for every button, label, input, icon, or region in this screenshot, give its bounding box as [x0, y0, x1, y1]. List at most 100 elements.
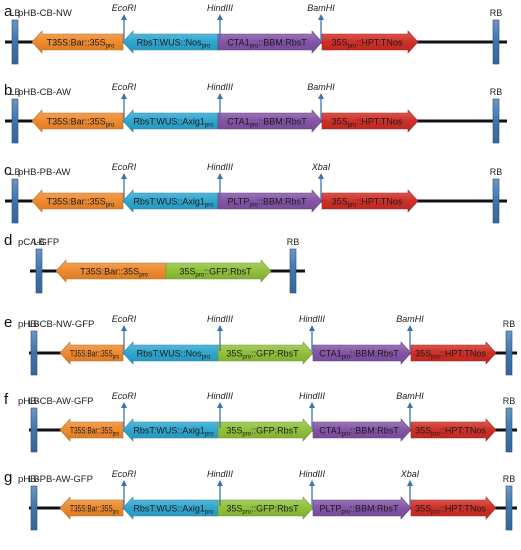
- left-border-box: [35, 248, 43, 294]
- restriction-site-arrowhead: [121, 173, 127, 179]
- restriction-site-label: BamHI: [307, 3, 335, 13]
- gene-cassette-label: RbsT:WUS::Axig1pro: [133, 426, 214, 438]
- gene-cassette-label: T35S:Bar::35Spro: [70, 504, 119, 516]
- gene-cassette-label: 35Spro::HPT:TNos: [415, 504, 486, 516]
- gene-cassette-arrow-cta1: [312, 341, 412, 365]
- right-border-box: [505, 485, 513, 531]
- restriction-site-label: HindIII: [207, 162, 234, 172]
- gene-cassette-arrow-35s: [321, 30, 419, 54]
- gene-cassette-label: 35Spro::GFP:RbsT: [179, 267, 252, 279]
- restriction-site-arrowhead: [309, 480, 315, 486]
- left-border-label: LB: [28, 319, 39, 329]
- gene-cassette-arrow-35s: [410, 341, 497, 365]
- restriction-site-label: BamHI: [396, 391, 424, 401]
- restriction-site-arrowhead: [407, 325, 413, 331]
- construct-name: pHB-CB-AW-GFP: [18, 396, 93, 407]
- construct-name: pHB-CB-NW-GFP: [18, 319, 94, 330]
- restriction-site-label: HindIII: [299, 469, 326, 479]
- gene-cassette-label: T35S:Bar::35Spro: [47, 117, 115, 129]
- left-border-box: [11, 19, 19, 65]
- left-border-box: [11, 98, 19, 144]
- panel-letter: e: [4, 314, 12, 331]
- right-border-label: RB: [490, 8, 503, 18]
- gene-cassette-label: PLTPpro::BBM:RbsT: [319, 504, 399, 516]
- left-border-label: LB: [28, 474, 39, 484]
- right-border-box: [289, 248, 297, 294]
- restriction-site-arrowhead: [217, 325, 223, 331]
- panel-letter: g: [4, 469, 12, 486]
- restriction-site-label: HindIII: [207, 391, 234, 401]
- left-border-box: [11, 178, 19, 224]
- left-border-box: [30, 407, 38, 453]
- gene-cassette-label: 35Spro::HPT:TNos: [332, 117, 403, 129]
- right-border-box: [505, 330, 513, 376]
- left-border-box: [30, 485, 38, 531]
- restriction-site-label: BamHI: [396, 314, 424, 324]
- gene-cassette-label: PLTPpro::BBM:RbsT: [227, 197, 307, 209]
- gene-cassette-label: RbsT:WUS::Axig1pro: [133, 197, 214, 209]
- gene-cassette-arrow-35s: [410, 496, 497, 520]
- construct-name: pHB-CB-AW: [18, 87, 71, 98]
- left-border-box: [30, 330, 38, 376]
- restriction-site-label: EcoRI: [112, 3, 137, 13]
- gene-cassette-arrow-cta1: [312, 418, 412, 442]
- restriction-site-label: EcoRI: [112, 82, 137, 92]
- restriction-site-arrowhead: [217, 14, 223, 20]
- right-border-label: RB: [503, 474, 516, 484]
- panel-letter: c: [4, 162, 12, 179]
- panel-letter: a: [4, 3, 13, 20]
- panel-letter: f: [4, 391, 9, 408]
- right-border-label: RB: [503, 396, 516, 406]
- gene-cassette-label: CTA1pro::BBM:RbsT: [227, 117, 307, 129]
- restriction-site-arrowhead: [407, 402, 413, 408]
- restriction-site-arrowhead: [121, 14, 127, 20]
- right-border-box: [492, 19, 500, 65]
- gene-cassette-label: RbsT:WUS::Nospro: [137, 349, 211, 361]
- restriction-site-label: EcoRI: [112, 314, 137, 324]
- right-border-label: RB: [503, 319, 516, 329]
- restriction-site-arrowhead: [121, 93, 127, 99]
- gene-cassette-label: 35Spro::HPT:TNos: [415, 349, 486, 361]
- gene-cassette-label: T35S:Bar::35Spro: [70, 349, 119, 361]
- construct-name: pHB-PB-AW-GFP: [18, 474, 93, 485]
- left-border-label: LB: [33, 237, 44, 247]
- panel-letter: b: [4, 82, 12, 99]
- restriction-site-arrowhead: [318, 173, 324, 179]
- restriction-site-label: EcoRI: [112, 391, 137, 401]
- right-border-box: [505, 407, 513, 453]
- gene-cassette-label: 35Spro::HPT:TNos: [332, 197, 403, 209]
- gene-cassette-label: CTA1pro::BBM:RbsT: [319, 349, 399, 361]
- gene-cassette-arrow-35s: [217, 341, 314, 365]
- restriction-site-arrowhead: [121, 325, 127, 331]
- right-border-box: [492, 98, 500, 144]
- construct-name: pHB-CB-NW: [18, 8, 72, 19]
- gene-cassette-label: RbsT:WUS::Axig1pro: [133, 504, 214, 516]
- gene-cassette-label: 35Spro::GFP:RbsT: [226, 349, 299, 361]
- construct-name: pHB-PB-AW: [18, 167, 70, 178]
- restriction-site-label: HindIII: [207, 469, 234, 479]
- left-border-label: LB: [9, 87, 20, 97]
- restriction-site-arrowhead: [217, 480, 223, 486]
- restriction-site-arrowhead: [309, 402, 315, 408]
- gene-cassette-label: 35Spro::HPT:TNos: [415, 426, 486, 438]
- left-border-label: LB: [9, 167, 20, 177]
- gene-cassette-label: T35S:Bar::35Spro: [80, 267, 148, 279]
- gene-cassette-label: T35S:Bar::35Spro: [70, 426, 119, 438]
- gene-cassette-arrow-35s: [165, 259, 272, 283]
- gene-cassette-arrow-cta1: [217, 30, 323, 54]
- restriction-site-label: HindIII: [299, 391, 326, 401]
- restriction-site-arrowhead: [407, 480, 413, 486]
- restriction-site-label: HindIII: [207, 82, 234, 92]
- gene-cassette-label: 35Spro::GFP:RbsT: [226, 504, 299, 516]
- restriction-site-arrowhead: [309, 325, 315, 331]
- gene-cassette-label: CTA1pro::BBM:RbsT: [319, 426, 399, 438]
- right-border-box: [492, 178, 500, 224]
- restriction-site-label: HindIII: [299, 314, 326, 324]
- right-border-label: RB: [287, 237, 300, 247]
- restriction-site-arrowhead: [217, 402, 223, 408]
- restriction-site-arrowhead: [217, 173, 223, 179]
